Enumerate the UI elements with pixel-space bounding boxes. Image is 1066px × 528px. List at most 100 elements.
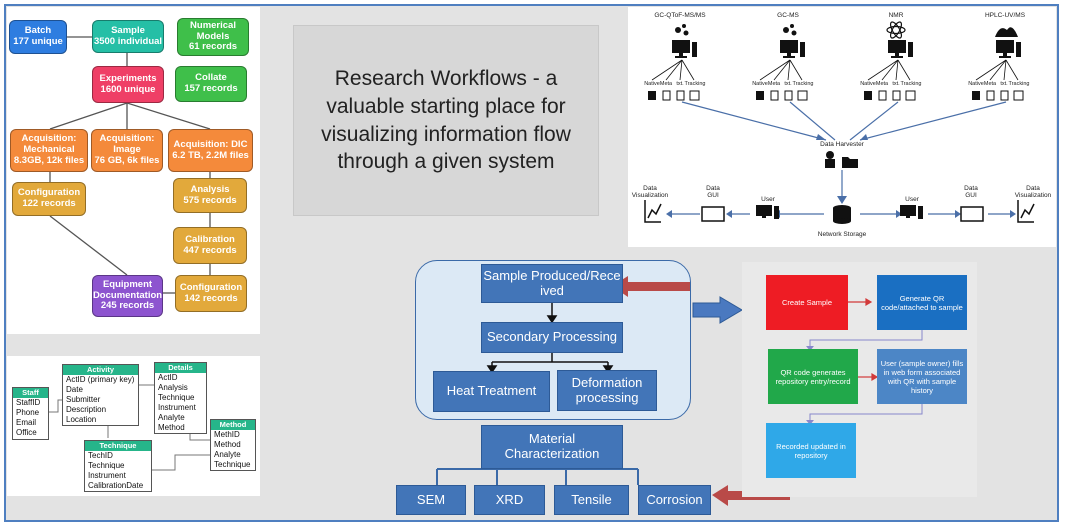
table-row: Email xyxy=(16,418,37,427)
acq-image-title: Acquisition: Image xyxy=(99,133,155,156)
material-characterization-box: Material Characterization xyxy=(481,425,623,469)
calibration-count: 447 records xyxy=(183,244,237,256)
details-table-title: Details xyxy=(155,363,206,373)
file-type-label: Meta xyxy=(875,81,889,87)
right-user-label: User xyxy=(905,196,919,203)
test-label: Corrosion xyxy=(646,491,703,507)
deformation-processing-label: Deformation processing xyxy=(571,374,643,405)
table-row: Submitter xyxy=(66,395,101,404)
test-label: XRD xyxy=(495,491,524,507)
sample-title: Sample xyxy=(111,24,145,36)
table-row: Analyte xyxy=(158,413,185,422)
create-sample-label: Create Sample xyxy=(781,298,833,307)
table-row: CalibrationDate xyxy=(88,481,144,490)
heat-treatment-box: Heat Treatment xyxy=(433,371,550,412)
test-label: SEM xyxy=(416,491,446,507)
file-type-label: Meta xyxy=(983,81,997,87)
test-xrd-box: XRD xyxy=(474,485,545,515)
test-corrosion-box: Corrosion xyxy=(638,485,711,515)
recorded-updated-box: Recorded updated in repository xyxy=(766,423,856,478)
file-type-label: Native xyxy=(968,81,984,87)
table-row: Instrument xyxy=(88,471,126,480)
secondary-processing-label: Secondary Processing xyxy=(486,329,618,345)
visualization-icons xyxy=(644,200,1035,223)
models-title: Numerical Models xyxy=(190,19,236,42)
models-count: 61 records xyxy=(188,41,238,53)
acq-image-size: 76 GB, 6k files xyxy=(94,154,160,166)
experiments-count: 1600 unique xyxy=(100,83,156,95)
file-type-label: Tracking xyxy=(792,81,814,87)
instrument-label: GC-QToF-MS/MS xyxy=(654,12,706,19)
table-row: Analysis xyxy=(158,383,188,392)
table-row: Method xyxy=(214,440,241,449)
file-type-icons xyxy=(648,90,1024,101)
acq-dic-title: Acquisition: DIC xyxy=(173,138,248,150)
equipment-count: 245 records xyxy=(100,300,155,312)
table-row: MethID xyxy=(214,430,240,439)
analysis-title: Analysis xyxy=(190,183,230,195)
table-row: StaffID xyxy=(16,398,41,407)
instrument-label: NMR xyxy=(888,12,904,19)
file-type-label: txt. xyxy=(784,81,792,87)
deformation-processing-box: Deformation processing xyxy=(557,370,657,411)
table-row: Location xyxy=(66,415,97,424)
staff-table-title: Staff xyxy=(13,388,48,398)
generate-qr-box: Generate QR code/attached to sample xyxy=(877,275,967,330)
equipment-title: Equipment Documentation xyxy=(92,278,163,301)
table-row: Instrument xyxy=(158,403,196,412)
process-to-qr-arrow xyxy=(692,296,743,324)
table-row: ActID (primary key) xyxy=(66,375,135,384)
create-sample-box: Create Sample xyxy=(766,275,848,330)
storage-label: Network Storage xyxy=(817,231,867,238)
table-row: Technique xyxy=(214,460,251,469)
harvester-icon xyxy=(825,151,858,168)
caption-text: Research Workflows - a valuable starting… xyxy=(321,66,571,174)
caption-box: Research Workflows - a valuable starting… xyxy=(293,25,599,216)
activity-table-title: Activity xyxy=(63,365,138,375)
generate-qr-label: Generate QR code/attached to sample xyxy=(881,293,963,312)
table-row: Method xyxy=(158,423,185,432)
table-row: Phone xyxy=(16,408,40,417)
analysis-count: 575 records xyxy=(183,194,237,206)
calibration-title: Calibration xyxy=(185,233,235,245)
file-type-label: Native xyxy=(644,81,660,87)
batch-title: Batch xyxy=(24,25,52,37)
file-type-label: txt. xyxy=(892,81,900,87)
table-row: Technique xyxy=(88,461,125,470)
collate-count: 157 records xyxy=(184,83,238,94)
material-characterization-label: Material Characterization xyxy=(504,431,600,461)
configuration-title: Configuration xyxy=(17,187,81,199)
gui-icons xyxy=(701,206,984,222)
right-gui-label: Data GUI xyxy=(964,185,978,199)
file-type-label: txt. xyxy=(1000,81,1008,87)
user-form-label: User (sample owner) fills in web form as… xyxy=(880,358,964,395)
user-computer-icons xyxy=(756,205,923,219)
method-table: Method MethID Method Analyte Technique xyxy=(210,419,256,471)
collate-title: Collate xyxy=(195,72,227,84)
table-row: Office xyxy=(16,428,37,437)
recorded-updated-label: Recorded updated in repository xyxy=(776,441,846,460)
harvester-label: Data Harvester xyxy=(820,141,864,148)
configuration-2-count: 142 records xyxy=(184,292,238,304)
table-row: TechID xyxy=(88,451,113,460)
acq-dic-size: 6.2 TB, 2.2M files xyxy=(172,149,249,161)
file-type-label: Meta xyxy=(767,81,781,87)
left-user-label: User xyxy=(761,196,775,203)
technique-table: Technique TechID Technique Instrument Ca… xyxy=(84,440,152,492)
table-row: Date xyxy=(66,385,83,394)
activity-table: Activity ActID (primary key) Date Submit… xyxy=(62,364,139,426)
table-row: Analyte xyxy=(214,450,241,459)
file-type-label: Tracking xyxy=(684,81,706,87)
